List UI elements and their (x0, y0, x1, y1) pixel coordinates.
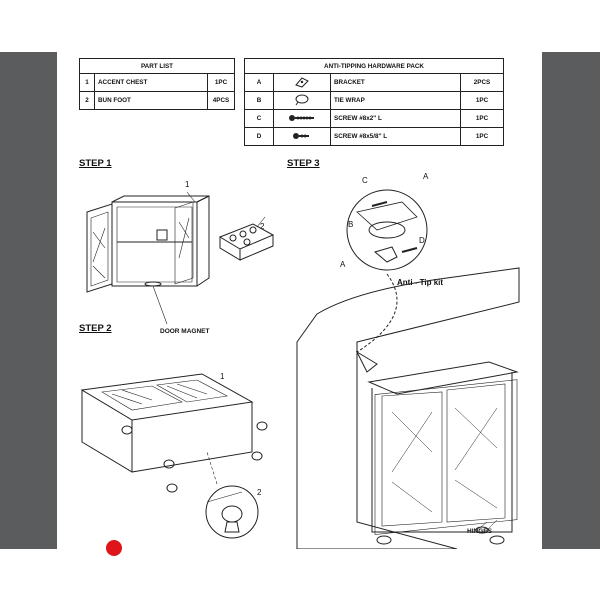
callout-b: B (348, 220, 354, 229)
callout-step2-part-1: 1 (220, 372, 225, 381)
step-3-heading: STEP 3 (287, 158, 320, 169)
bracket-icon (295, 76, 309, 88)
tie-wrap-icon (295, 94, 309, 105)
assembly-illustrations (80, 189, 520, 549)
step-2-heading: STEP 2 (79, 323, 112, 334)
step3-detail-drawing (346, 189, 428, 353)
table-row: D SCREW #8x5/8'' L 1PC (244, 127, 504, 146)
callout-d: D (419, 236, 425, 245)
table-row: C SCREW #8x2'' L 1PC (244, 109, 504, 128)
table-row: A BRACKET 2PCS (244, 73, 504, 92)
callout-part-1: 1 (185, 180, 190, 189)
step-1-heading: STEP 1 (79, 158, 112, 169)
table-row: 2 BUN FOOT 4PCS (79, 91, 235, 110)
bun-foot-box-drawing (218, 216, 275, 261)
left-gray-margin (0, 52, 57, 549)
red-logo-mark (106, 540, 122, 556)
step3-wall-cabinet-drawing (296, 267, 520, 549)
callout-part-2: 2 (260, 222, 265, 231)
long-screw-icon (289, 114, 314, 121)
hardware-pack-table: ANTI-TIPPING HARDWARE PACK A BRACKET 2PC… (244, 58, 504, 146)
instruction-page: PART LIST 1 ACCENT CHEST 1PC 2 BUN FOOT … (57, 52, 542, 549)
right-gray-margin (542, 52, 600, 549)
short-screw-icon (293, 132, 309, 139)
table-row: 1 ACCENT CHEST 1PC (79, 73, 235, 92)
step2-cabinet-drawing (80, 373, 268, 539)
part-list-table: PART LIST 1 ACCENT CHEST 1PC 2 BUN FOOT … (79, 58, 235, 110)
table-row: B TIE WRAP 1PC (244, 91, 504, 110)
callout-a-bottom: A (340, 260, 346, 269)
door-magnet-label: DOOR MAGNET (160, 328, 210, 335)
callout-c: C (362, 176, 368, 185)
callout-step2-part-2: 2 (257, 488, 262, 497)
step1-cabinet-drawing (86, 191, 210, 325)
callout-a-top: A (423, 172, 429, 181)
